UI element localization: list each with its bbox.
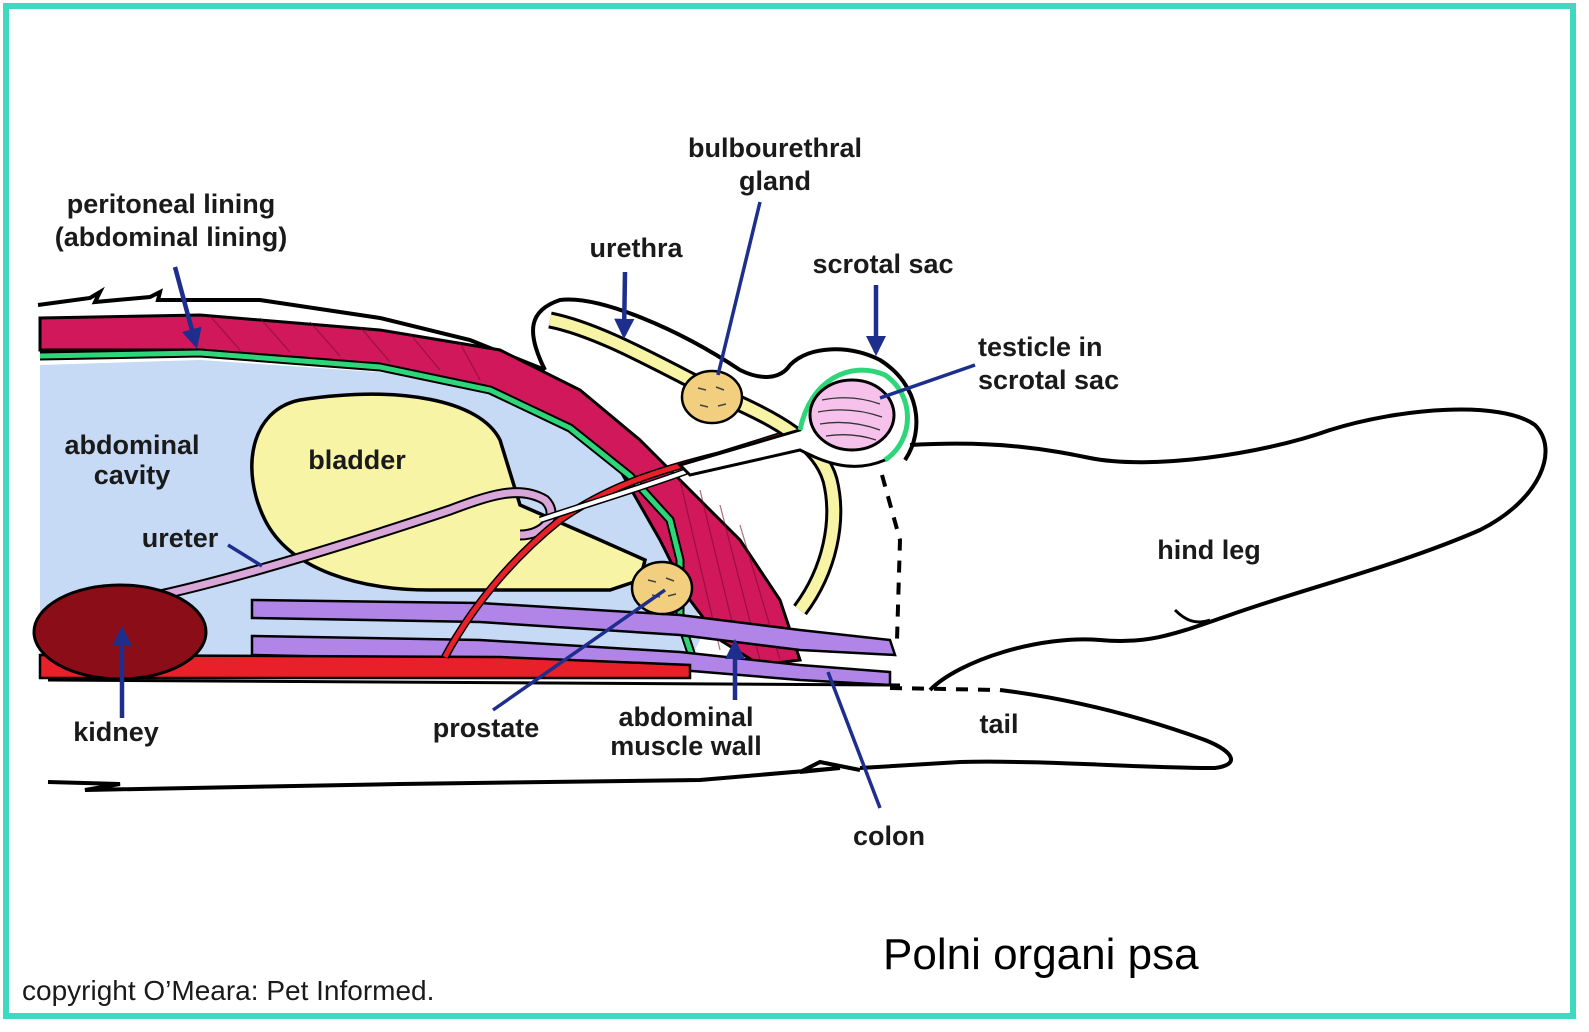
label-peritoneal-lining: peritoneal lining (abdominal lining) — [30, 188, 312, 254]
label-bladder: bladder — [298, 444, 416, 477]
label-colon: colon — [844, 820, 934, 853]
line-bulbourethral — [718, 202, 760, 375]
label-abdominal-muscle-wall: abdominal muscle wall — [594, 703, 778, 761]
label-muscle-wall-line1: abdominal — [594, 703, 778, 732]
testicle-organ — [810, 380, 894, 450]
label-abdominal-cavity-line1: abdominal — [50, 430, 214, 460]
label-urethra: urethra — [578, 232, 694, 265]
label-testicle-line1: testicle in — [978, 331, 1119, 364]
line-colon — [828, 672, 880, 808]
slide-caption: Polni organi psa — [883, 930, 1199, 980]
tail-outline — [860, 690, 1231, 768]
label-muscle-wall-line2: muscle wall — [594, 732, 778, 761]
label-bulbourethral-gland: bulbourethral gland — [672, 132, 878, 198]
label-peritoneal-lining-line1: peritoneal lining — [30, 188, 312, 221]
label-tail: tail — [970, 708, 1028, 741]
dashed-boundary — [882, 475, 900, 640]
label-abdominal-cavity: abdominal cavity — [50, 430, 214, 490]
label-testicle-line2: scrotal sac — [978, 364, 1119, 397]
label-bulbourethral-line1: bulbourethral — [672, 132, 878, 165]
label-prostate: prostate — [420, 712, 552, 745]
arrow-urethra — [624, 272, 625, 335]
label-ureter: ureter — [132, 522, 228, 555]
label-peritoneal-lining-line2: (abdominal lining) — [30, 221, 312, 254]
label-bulbourethral-line2: gland — [672, 165, 878, 198]
label-scrotal-sac: scrotal sac — [798, 248, 968, 281]
label-hind-leg: hind leg — [1146, 534, 1272, 567]
label-testicle: testicle in scrotal sac — [978, 331, 1119, 397]
bulbourethral-gland-organ — [682, 371, 742, 423]
copyright-notice: copyright O’Meara: Pet Informed. — [22, 975, 434, 1007]
label-kidney: kidney — [64, 716, 168, 749]
label-abdominal-cavity-line2: cavity — [50, 460, 214, 490]
body-outline-bottom — [48, 762, 860, 790]
